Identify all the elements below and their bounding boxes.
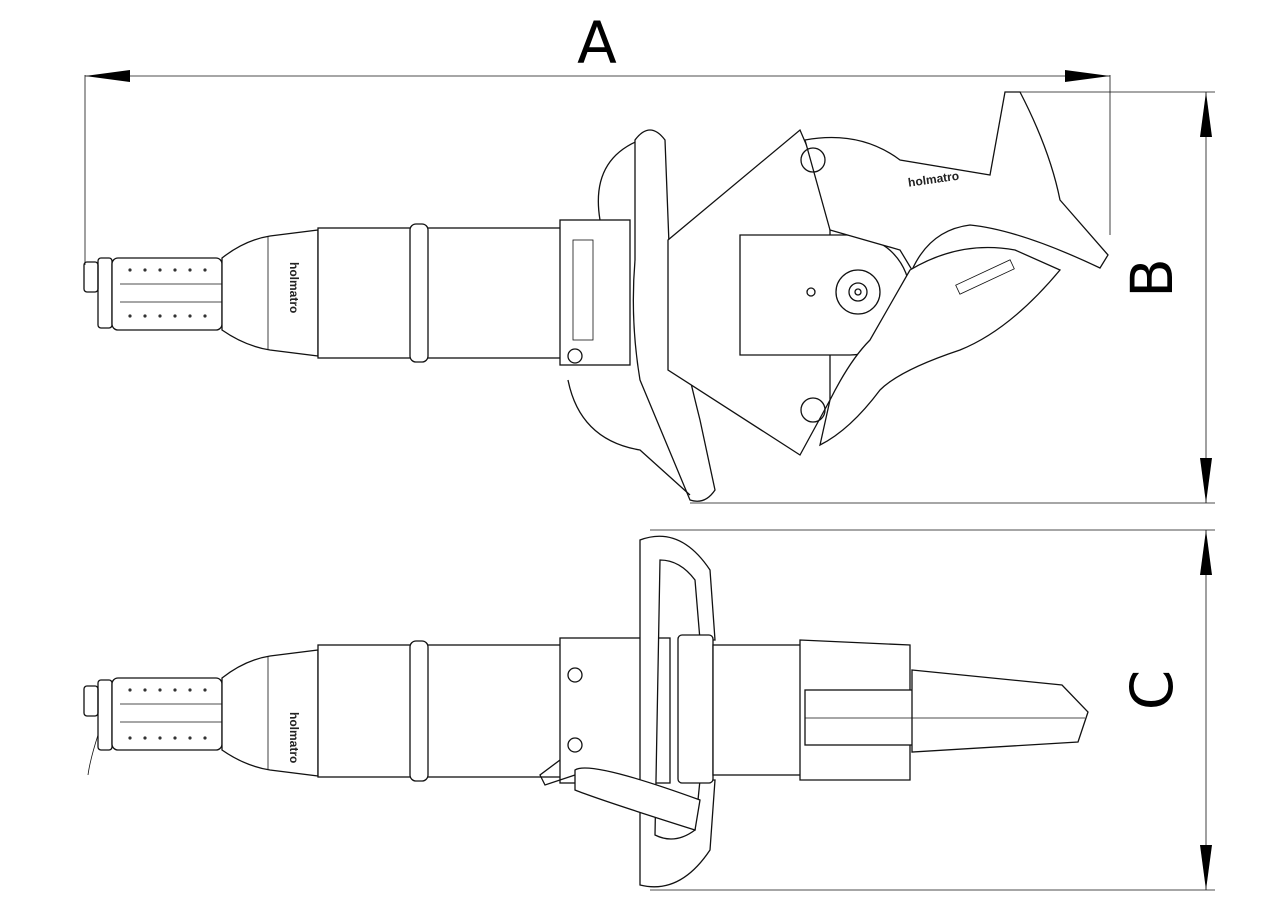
dimension-a-label: A bbox=[577, 9, 617, 77]
dimension-a: A bbox=[84, 9, 1111, 265]
dimension-c-label: C bbox=[1118, 670, 1186, 711]
handle-brand-label: holmatro bbox=[287, 262, 301, 313]
top-view-tool: holmatro bbox=[83, 535, 1089, 888]
dimension-b-label: B bbox=[1118, 258, 1186, 298]
dimension-c: C bbox=[650, 529, 1215, 891]
dimension-b: B bbox=[690, 91, 1215, 504]
side-view-tool: holmatro holmatro bbox=[83, 91, 1109, 502]
handle-brand-label-2: holmatro bbox=[287, 712, 301, 763]
